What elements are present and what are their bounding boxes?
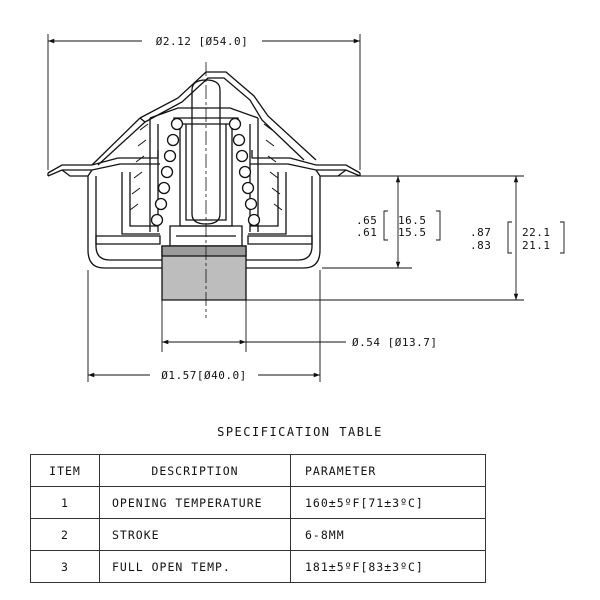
inner-height-in-min: .61	[356, 226, 377, 239]
row-item: 1	[30, 486, 100, 519]
row-parameter: 160±5ºF[71±3ºC]	[290, 486, 486, 519]
inner-height-in-max: .65	[356, 214, 377, 227]
table-row: 1 OPENING TEMPERATURE 160±5ºF[71±3ºC]	[30, 486, 486, 519]
thermostat-drawing: Ø2.12 [Ø54.0] .65 .61 16.5 15.5 .87 .83 …	[47, 34, 565, 382]
specification-table: ITEM DESCRIPTION PARAMETER 1 OPENING TEM…	[30, 454, 486, 583]
row-parameter: 181±5ºF[83±3ºC]	[290, 550, 486, 583]
row-parameter: 6-8MM	[290, 518, 486, 551]
overall-height-in-min: .83	[470, 239, 491, 252]
row-item: 3	[30, 550, 100, 583]
overall-height-in-max: .87	[470, 226, 491, 239]
header-description: DESCRIPTION	[99, 454, 291, 487]
row-description: FULL OPEN TEMP.	[99, 550, 291, 583]
header-item: ITEM	[30, 454, 100, 487]
flange-width-label: Ø2.12 [Ø54.0]	[156, 35, 249, 48]
body-diameter-label: Ø1.57[Ø40.0]	[161, 369, 246, 382]
table-row: 3 FULL OPEN TEMP. 181±5ºF[83±3ºC]	[30, 550, 486, 583]
thermostat-body	[47, 71, 361, 301]
header-parameter: PARAMETER	[290, 454, 486, 487]
table-row: 2 STROKE 6-8MM	[30, 518, 486, 551]
spring-coils	[150, 117, 261, 227]
spring-coil-links	[129, 123, 283, 211]
row-description: OPENING TEMPERATURE	[99, 486, 291, 519]
table-header-row: ITEM DESCRIPTION PARAMETER	[30, 454, 486, 487]
inner-height-mm-min: 15.5	[398, 226, 427, 239]
row-description: STROKE	[99, 518, 291, 551]
piston-diameter-label: Ø.54 [Ø13.7]	[352, 336, 437, 349]
table-title: SPECIFICATION TABLE	[217, 425, 383, 439]
overall-height-mm-max: 22.1	[522, 226, 551, 239]
overall-height-mm-min: 21.1	[522, 239, 551, 252]
inner-height-mm-max: 16.5	[398, 214, 427, 227]
dimension-lines	[47, 34, 565, 382]
row-item: 2	[30, 518, 100, 551]
